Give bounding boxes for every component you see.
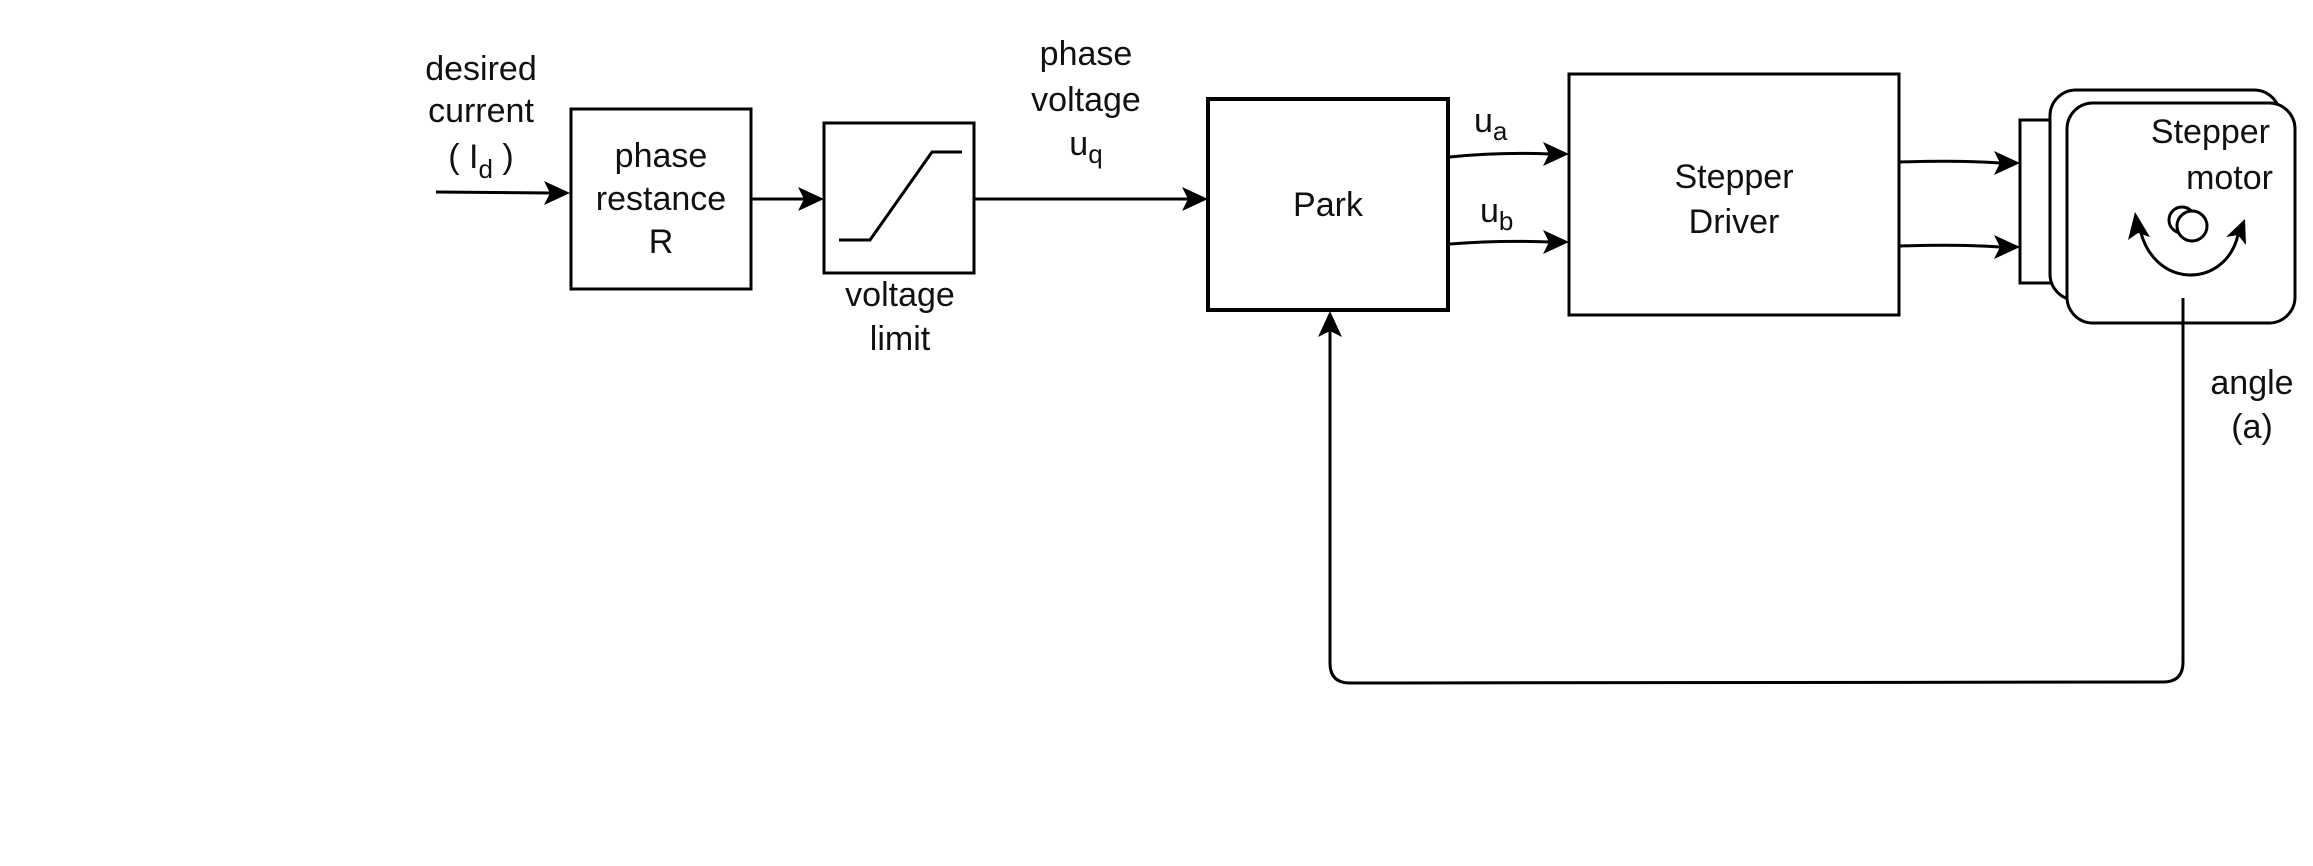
uq-sub: q <box>1088 139 1102 169</box>
angle-line1: angle <box>2210 364 2293 402</box>
ua-sub: a <box>1493 116 1508 146</box>
driver-line1: Stepper <box>1674 158 1793 196</box>
stepper-driver-block: Stepper Driver <box>1567 72 1901 317</box>
angle-label: angle (a) <box>2210 364 2293 446</box>
stepper-motor-icon <box>2018 88 2297 325</box>
ub-sub: b <box>1499 206 1513 236</box>
ua-label: ua <box>1474 102 1508 146</box>
ua-signal: ua <box>1449 102 1569 166</box>
driver-to-motor-arrows <box>1899 151 2020 259</box>
arrow-limit-to-park <box>974 187 1208 211</box>
ub-label: ub <box>1480 192 1513 236</box>
park-block: Park <box>1206 97 1450 312</box>
rotation-arrow-icon <box>2128 212 2246 277</box>
voltage-limit-block <box>822 121 976 275</box>
ub-symbol: u <box>1480 192 1499 230</box>
phase-voltage-symbol: uq <box>1069 125 1102 169</box>
phase-resistance-line1: phase <box>615 137 708 175</box>
phase-voltage-label: phase voltage uq <box>1031 35 1141 169</box>
phase-voltage-line1: phase <box>1040 35 1133 73</box>
ua-symbol: u <box>1474 102 1493 140</box>
input-label-symbol: ( Id ) <box>448 138 513 184</box>
input-sub: d <box>478 154 492 184</box>
uq-symbol: u <box>1069 125 1088 163</box>
phase-voltage-line2: voltage <box>1031 81 1141 119</box>
driver-line2: Driver <box>1689 203 1780 241</box>
saturation-curve-icon <box>839 150 962 242</box>
ub-signal: ub <box>1449 192 1569 254</box>
angle-line2: (a) <box>2231 408 2273 446</box>
input-label-line1: desired <box>425 50 537 88</box>
phase-resistance-line2: restance <box>596 180 726 218</box>
input-label: desired current ( Id ) <box>425 50 537 184</box>
input-open: ( I <box>448 138 478 176</box>
angle-feedback-arrow <box>1318 298 2185 685</box>
phase-resistance-block: phase restance R <box>569 107 753 291</box>
motor-line2: motor <box>2186 159 2273 197</box>
phase-resistance-line3: R <box>649 223 674 261</box>
input-label-line2: current <box>428 92 534 130</box>
arrow-resistance-to-limit <box>751 187 824 211</box>
voltage-limit-line2: limit <box>870 320 931 358</box>
input-arrow <box>435 181 570 205</box>
park-label: Park <box>1293 186 1364 224</box>
voltage-limit-line1: voltage <box>845 276 955 314</box>
motor-line1: Stepper <box>2151 113 2270 151</box>
input-close: ) <box>493 138 514 176</box>
stepper-motor-block: Stepper motor <box>2018 88 2297 325</box>
